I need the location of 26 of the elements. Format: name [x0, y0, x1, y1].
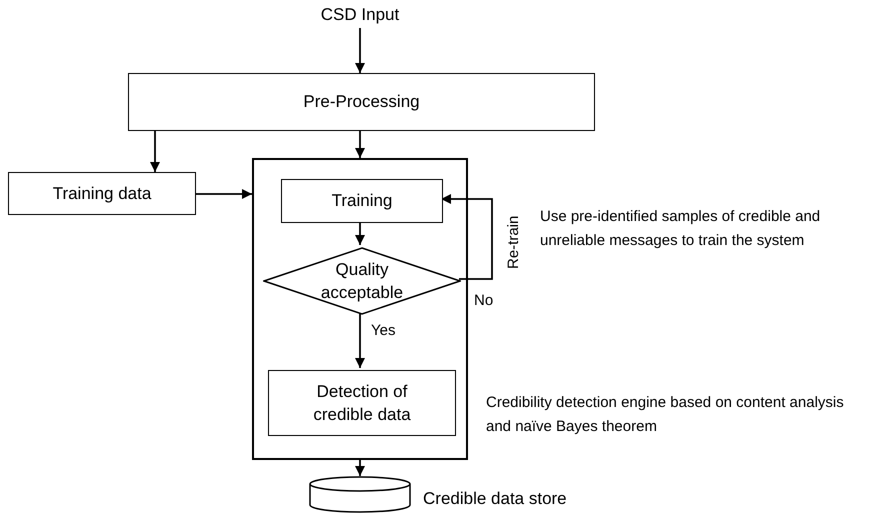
annotation-text: No	[474, 291, 494, 311]
edge-label: Re-train	[504, 216, 523, 269]
node-label: Training data	[52, 182, 152, 205]
annotation-text: Credibility detection engine based on content analysis and naïve Bayes theorem	[486, 393, 845, 437]
process-box	[128, 73, 595, 131]
arrow	[355, 28, 365, 73]
process-box	[8, 172, 196, 215]
process-box	[268, 370, 456, 436]
node-caption: Credible data store	[423, 488, 567, 510]
node-label: Detection of credible data	[312, 380, 412, 426]
arrow	[196, 189, 252, 199]
node-label: Pre-Processing	[303, 91, 420, 114]
annotation-text: Use pre-identified samples of credible and unreliable messages to train the system	[540, 207, 822, 251]
edge-label: Yes	[371, 321, 396, 341]
process-box	[281, 179, 443, 223]
arrow	[355, 313, 365, 368]
arrow	[355, 460, 365, 476]
arrow	[150, 131, 160, 172]
node-label: CSD Input	[320, 4, 400, 26]
arrow	[355, 131, 365, 158]
arrow	[355, 221, 365, 245]
decision-diamond	[263, 247, 461, 315]
node-label: Training	[332, 190, 392, 212]
arrow	[441, 194, 493, 280]
node-label: Quality acceptable	[320, 258, 404, 304]
container-box	[252, 158, 468, 460]
